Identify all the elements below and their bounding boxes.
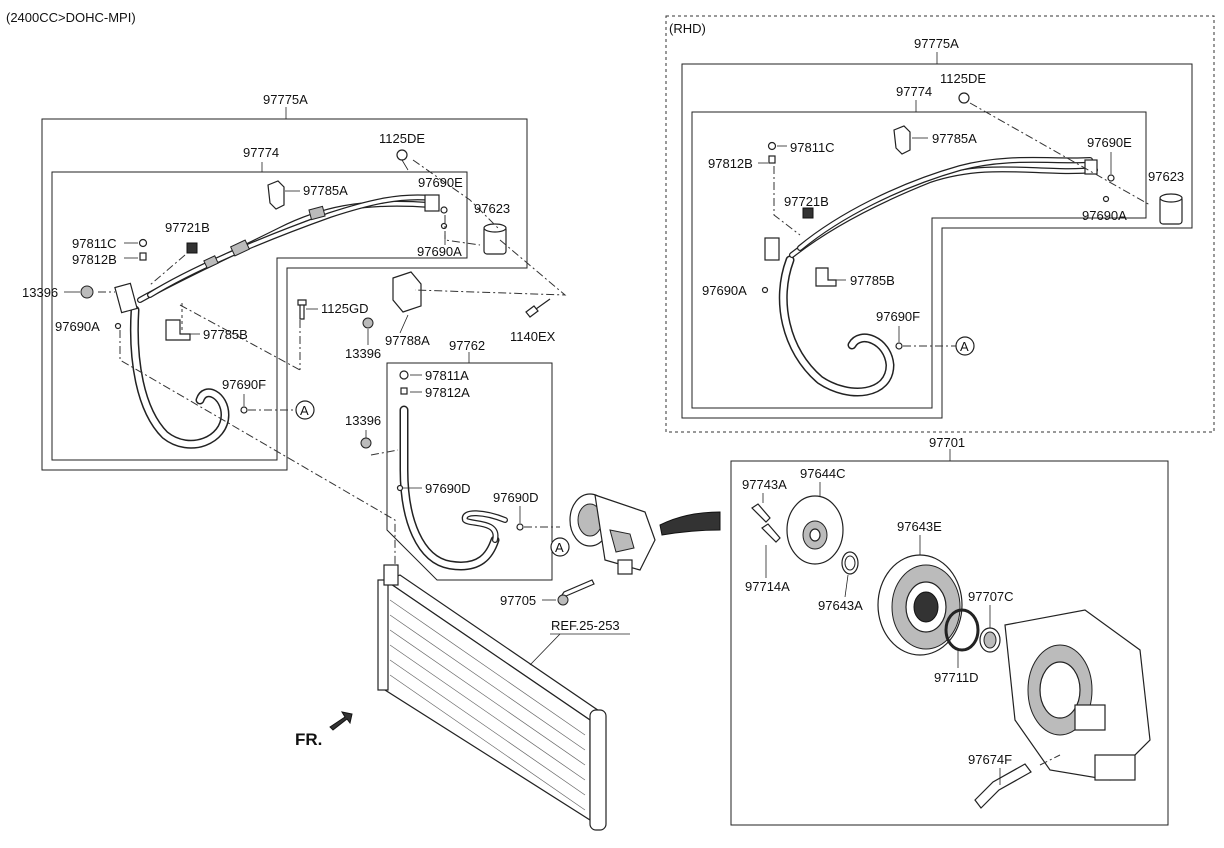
label-97690a-lhd-lower: 97690A <box>55 319 100 334</box>
label-97812a: 97812A <box>425 385 470 400</box>
bracket-97785b <box>165 319 191 341</box>
label-97811a: 97811A <box>425 368 469 383</box>
label-97785a-lhd: 97785A <box>303 183 348 198</box>
rhd-suction-pipe <box>789 166 1098 258</box>
label-97690e-rhd: 97690E <box>1087 135 1132 150</box>
bolt-1125de <box>396 149 408 161</box>
label-97774-rhd: 97774 <box>896 84 932 99</box>
svg-text:A: A <box>300 403 309 418</box>
condenser <box>377 564 607 831</box>
front-indicator-label: FR. <box>295 730 322 749</box>
ref-circle-a-compressor <box>550 537 570 557</box>
label-97674f: 97674F <box>968 752 1012 767</box>
bolt-97714a <box>761 523 781 543</box>
label-97711d: 97711D <box>934 670 979 685</box>
label-1125gd: 1125GD <box>321 301 368 316</box>
label-97690d-hose: 97690D <box>425 481 471 496</box>
label-97762: 97762 <box>449 338 485 353</box>
label-97643e: 97643E <box>897 519 942 534</box>
rhd-heading: (RHD) <box>669 21 706 36</box>
label-13396-discharge: 13396 <box>345 413 381 428</box>
rhd-hose-assy-outline <box>681 63 1193 419</box>
label-97785b-lhd: 97785B <box>203 327 248 342</box>
rhd-section <box>665 15 1215 433</box>
label-1125de-rhd: 1125DE <box>940 71 986 86</box>
label-97812b-lhd: 97812B <box>72 252 117 267</box>
label-97811c-rhd: 97811C <box>790 140 835 155</box>
label-97774-lhd: 97774 <box>243 145 279 160</box>
bolt-97743a <box>751 503 771 523</box>
cap-97721b <box>186 242 198 254</box>
label-97623-rhd: 97623 <box>1148 169 1184 184</box>
nut-13396-left <box>80 285 94 299</box>
label-97644c: 97644C <box>800 466 846 481</box>
pressure-sensor-97788a <box>392 271 422 313</box>
label-97690e-lhd: 97690E <box>418 175 463 190</box>
label-97785b-rhd: 97785B <box>850 273 895 288</box>
label-97714a: 97714A <box>745 579 790 594</box>
label-97707c: 97707C <box>968 589 1014 604</box>
compressor-small <box>569 493 656 575</box>
lhd-hose-group <box>41 107 567 565</box>
label-97690d-pipe: 97690D <box>493 490 539 505</box>
hose-assy-outline <box>41 118 528 471</box>
label-ref-condenser: REF.25-253 <box>551 618 620 633</box>
engine-spec-heading: (2400CC>DOHC-MPI) <box>6 10 136 25</box>
label-97643a: 97643A <box>818 598 863 613</box>
bolt-1125gd <box>297 299 307 320</box>
suction-pipe <box>137 200 433 303</box>
label-97690a-rhd-upper: 97690A <box>1082 208 1127 223</box>
compressor-assy-outline <box>730 460 1169 826</box>
label-97788a: 97788A <box>385 333 430 348</box>
label-97811c-lhd: 97811C <box>72 236 117 251</box>
pipe-assy-outline <box>51 171 468 461</box>
rhd-dashed-outline <box>665 15 1215 433</box>
label-97690a-lhd-upper: 97690A <box>417 244 462 259</box>
label-97812b-rhd: 97812B <box>708 156 753 171</box>
label-97690a-rhd-lower: 97690A <box>702 283 747 298</box>
compressor-assy-group <box>730 449 1169 826</box>
front-arrow-icon <box>329 711 353 731</box>
label-13396-lhd: 13396 <box>22 285 58 300</box>
label-97775a-rhd: 97775A <box>914 36 959 51</box>
ref-circle-a-rhd <box>955 336 975 356</box>
label-97743a: 97743A <box>742 477 787 492</box>
label-97623-lhd: 97623 <box>474 201 510 216</box>
rhd-pipe-assy-outline <box>691 111 1147 409</box>
ref-circle-a-lhd <box>295 400 315 420</box>
label-97705: 97705 <box>500 593 536 608</box>
switch-97674f <box>974 763 1032 809</box>
label-97721b-lhd: 97721B <box>165 220 210 235</box>
callout-pointer <box>659 511 721 536</box>
label-97721b-rhd: 97721B <box>784 194 829 209</box>
discharge-hose-outline <box>386 362 553 581</box>
bracket-97785a <box>267 180 285 210</box>
coil-97711d <box>944 608 980 652</box>
label-97701: 97701 <box>929 435 965 450</box>
label-13396-sensor: 13396 <box>345 346 381 361</box>
discharge-hose-group <box>360 352 560 581</box>
label-97775a-lhd: 97775A <box>263 92 308 107</box>
label-1140ex: 1140EX <box>510 329 556 344</box>
svg-text:A: A <box>555 540 564 555</box>
label-1125de-lhd: 1125DE <box>379 131 425 146</box>
label-97690f-rhd: 97690F <box>876 309 920 324</box>
bolt-1140ex <box>525 298 551 318</box>
svg-text:A: A <box>960 339 969 354</box>
label-97690f-lhd: 97690F <box>222 377 266 392</box>
label-97785a-rhd: 97785A <box>932 131 977 146</box>
